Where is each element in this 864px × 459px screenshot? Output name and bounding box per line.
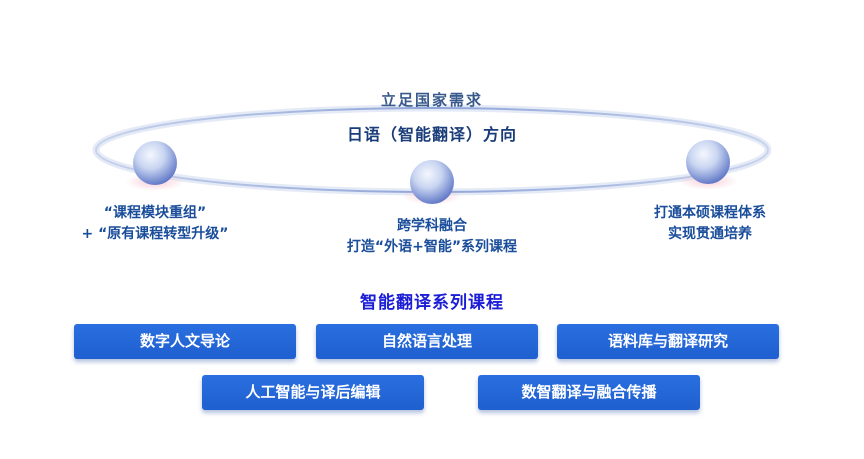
- course-button-digital-translation[interactable]: 数智翻译与融合传播: [478, 375, 700, 410]
- sphere-center: [410, 160, 454, 204]
- node-center-line2: 打造“外语+智能”系列课程: [346, 239, 518, 255]
- node-left-line2: + “原有课程转型升级”: [81, 226, 229, 242]
- sphere-right: [686, 140, 730, 184]
- node-label-left: “课程模块重组” + “原有课程转型升级”: [55, 203, 255, 245]
- series-title: 智能翻译系列课程: [360, 293, 504, 313]
- course-button-nlp[interactable]: 自然语言处理: [316, 324, 538, 359]
- node-left-line1: “课程模块重组”: [103, 205, 207, 221]
- sphere-left: [133, 141, 177, 185]
- course-button-digital-humanities[interactable]: 数字人文导论: [74, 324, 296, 359]
- course-button-corpus-translation[interactable]: 语料库与翻译研究: [557, 324, 779, 359]
- node-right-line2: 实现贯通培养: [668, 226, 752, 242]
- node-label-right: 打通本硕课程体系 实现贯通培养: [620, 203, 800, 245]
- node-right-line1: 打通本硕课程体系: [654, 205, 766, 221]
- course-button-ai-post-editing[interactable]: 人工智能与译后编辑: [202, 375, 424, 410]
- node-label-center: 跨学科融合 打造“外语+智能”系列课程: [312, 216, 552, 258]
- node-center-line1: 跨学科融合: [397, 218, 467, 234]
- header-main-text: 日语（智能翻译）方向: [346, 125, 517, 144]
- header-top-text: 立足国家需求: [380, 91, 483, 109]
